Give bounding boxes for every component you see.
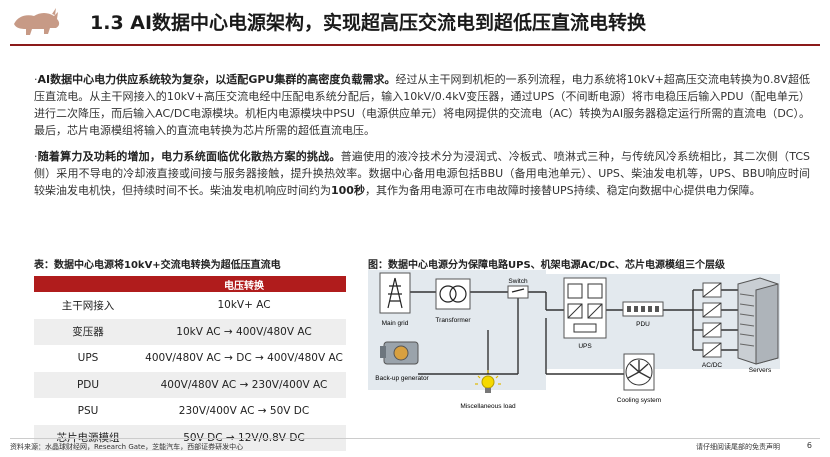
power-architecture-diagram: Main grid Transformer Switch UPS PDU <box>368 270 780 410</box>
pdu-icon <box>622 301 664 317</box>
label-main-grid: Main grid <box>382 320 409 327</box>
highlight-number: 100秒 <box>331 184 365 197</box>
label-misc-load: Miscellaneous load <box>460 403 516 410</box>
paragraph-cooling: ·随着算力及功耗的增加，电力系统面临优化散热方案的挑战。普遍使用的液冷技术分为浸… <box>34 148 810 199</box>
lightbulb-icon <box>475 370 501 393</box>
bullet: · <box>34 150 38 163</box>
bull-logo-icon <box>14 8 60 35</box>
figure-caption: 图：数据中心电源分为保障电路UPS、机架电源AC/DC、芯片电源模组三个层级 <box>368 260 726 271</box>
label-ups: UPS <box>578 343 592 350</box>
ups-icon <box>563 277 607 339</box>
paragraph-body: 经过从主干网到机柜的一系列流程，电力系统将10kV+超高压交流电转换为0.8V超… <box>34 73 810 137</box>
footer-divider <box>10 438 820 439</box>
paragraph-power-supply: ·AI数据中心电力供应系统较为复杂，以适配GPU集群的高密度负载需求。经过从主干… <box>34 71 810 139</box>
table-caption: 表：数据中心电源将10kV+交流电转换为超低压直流电 <box>34 260 281 271</box>
servers-icon <box>737 277 779 365</box>
table-header-row: 电压转换 <box>34 276 346 292</box>
page-title: 1.3 AI数据中心电源架构，实现超高压交流电到超低压直流电转换 <box>90 12 647 34</box>
paragraph-lead: 随着算力及功耗的增加，电力系统面临优化散热方案的挑战。 <box>37 150 341 163</box>
label-transformer: Transformer <box>435 317 471 324</box>
table-row: PSU 230V/400V AC → 50V DC <box>34 398 346 425</box>
row-label: PSU <box>77 405 99 418</box>
label-backup-generator: Back-up generator <box>375 375 429 382</box>
cooling-fan-icon <box>623 353 655 391</box>
label-acdc: AC/DC <box>702 362 723 369</box>
row-value: 400V/480V AC → DC → 400V/480V AC <box>145 352 343 365</box>
row-value: 10kV+ AC <box>217 299 271 312</box>
row-value: 400V/480V AC → 230V/400V AC <box>142 371 346 398</box>
row-value: 230V/400V AC → 50V DC <box>178 405 310 418</box>
footer-source: 资料来源：水晶球财经网，Research Gate，芝能汽车，西部证券研发中心 <box>10 443 244 451</box>
paragraph-lead: AI数据中心电力供应系统较为复杂，以适配GPU集群的高密度负载需求。 <box>37 73 396 86</box>
table-header-empty <box>34 276 142 292</box>
acdc-module-icon <box>702 282 722 358</box>
header-divider <box>10 44 820 46</box>
paragraph-body-end: ，其作为备用电源可在市电故障时接替UPS持续、稳定向数据中心提供电力保障。 <box>364 184 761 197</box>
paragraph-body: 普遍使用的液冷技术分为浸润式、冷板式、喷淋式三种，与传统风冷系统相比，其二次侧（… <box>34 150 810 197</box>
bullet: · <box>34 73 38 86</box>
table-row: 主干网接入 10kV+ AC <box>34 292 346 319</box>
label-switch: Switch <box>508 278 528 285</box>
backup-generator-icon <box>380 341 419 365</box>
row-label: PDU <box>34 371 142 398</box>
switch-icon <box>507 285 529 299</box>
label-pdu: PDU <box>636 321 650 328</box>
row-label: 变压器 <box>34 318 142 345</box>
transformer-icon <box>435 278 471 310</box>
label-cooling: Cooling system <box>617 397 661 404</box>
row-label: 芯片电源模组 <box>34 424 142 451</box>
page-number: 6 <box>806 441 812 450</box>
row-label: 主干网接入 <box>61 299 115 312</box>
row-value: 50V DC → 12V/0.8V DC <box>142 424 346 451</box>
row-value: 10kV AC → 400V/480V AC <box>142 318 346 345</box>
label-servers: Servers <box>749 367 772 374</box>
main-grid-icon <box>379 272 411 314</box>
footer-disclaimer: 请仔细阅读尾部的免责声明 <box>696 443 780 451</box>
table-header: 电压转换 <box>142 276 346 292</box>
table-row: UPS 400V/480V AC → DC → 400V/480V AC <box>34 345 346 372</box>
row-label: UPS <box>77 352 99 365</box>
